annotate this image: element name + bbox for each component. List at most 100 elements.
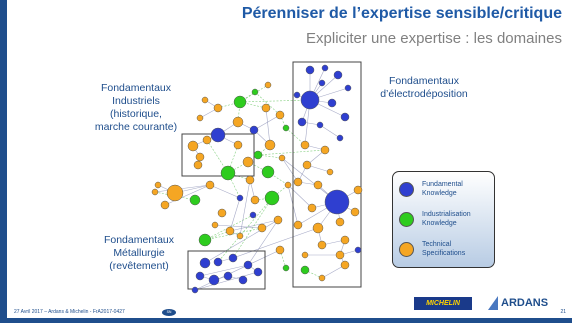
technical-node	[225, 226, 235, 236]
technical-node	[187, 140, 199, 152]
network-edge	[154, 184, 211, 193]
fundamental-node	[327, 98, 337, 108]
technical-node	[264, 139, 276, 151]
technical-node	[320, 145, 330, 155]
network-edge	[254, 91, 281, 116]
network-edge	[194, 249, 281, 291]
technical-node	[196, 114, 204, 122]
network-edge	[319, 124, 341, 139]
fundamental-node	[321, 64, 329, 72]
legend-line: Knowledge	[422, 219, 457, 227]
fundamental-node	[253, 267, 263, 277]
technical-node	[313, 180, 323, 190]
technical-node	[236, 232, 244, 240]
network-edge	[204, 227, 263, 241]
fundamental-node	[243, 260, 253, 270]
fundamental-node	[300, 90, 320, 110]
technical-node	[275, 245, 285, 255]
network-edge	[281, 157, 299, 183]
label-line: (revêtement)	[109, 260, 169, 272]
fundamental-node	[213, 257, 223, 267]
industrialisation-node	[220, 165, 236, 181]
technical-node	[154, 181, 162, 189]
legend-item-industrialisation: Industrialisation Knowledge	[399, 211, 492, 228]
fundamental-node	[238, 275, 248, 285]
technical-node	[211, 221, 219, 229]
technical-node	[275, 110, 285, 120]
label-line: (historique,	[110, 108, 162, 120]
label-line: Fondamentaux	[388, 75, 460, 87]
legend: Fundamental Knowledge Industrialisation …	[392, 171, 495, 268]
industrialisation-node	[189, 194, 201, 206]
label-line: d’électrodéposition	[380, 88, 468, 100]
ardans-text: ARDANS	[501, 297, 549, 309]
technical-node	[353, 185, 363, 195]
network-edge	[232, 197, 273, 259]
slide-subtitle: Expliciter une expertise : les domaines	[306, 30, 562, 47]
footer-band	[0, 318, 572, 323]
footer-text: 27 Avril 2017 – Ardans & Michelin - FrA2…	[14, 309, 125, 315]
network-edge	[265, 107, 271, 146]
industrialisation-node	[233, 95, 247, 109]
fundamental-node	[191, 286, 199, 294]
fundamental-node	[305, 65, 315, 75]
network-edge	[253, 114, 281, 131]
network-edge	[257, 149, 326, 156]
industrialisation-node	[282, 124, 290, 132]
technical-node	[245, 175, 255, 185]
technical-node	[205, 180, 215, 190]
legend-line: Knowledge	[422, 189, 457, 197]
label-line: marche courante)	[94, 121, 178, 133]
michelin-logo: MICHELIN	[414, 297, 472, 310]
label-fondamentaux-electrodeposition: Fondamentaux d’électrodéposition	[370, 75, 478, 101]
technical-node	[307, 203, 317, 213]
legend-item-fundamental: Fundamental Knowledge	[399, 181, 492, 198]
slide-title: Pérenniser de l’expertise sensible/criti…	[241, 5, 562, 22]
technical-node	[326, 168, 334, 176]
technical-node	[312, 222, 324, 234]
legend-line: Industrialisation	[422, 211, 471, 218]
technical-node	[233, 140, 243, 150]
footer-logo-icon: SN	[162, 309, 176, 316]
technical-node	[317, 240, 327, 250]
industrialisation-node	[282, 264, 290, 272]
network-edge	[232, 227, 319, 259]
fundamental-node	[195, 271, 205, 281]
technical-node	[273, 215, 283, 225]
fundamental-node	[333, 70, 343, 80]
industrialisation-node	[198, 233, 212, 247]
fundamental-node	[324, 189, 350, 215]
fundamental-node	[344, 84, 352, 92]
fundamental-node	[297, 117, 307, 127]
industrialisation-node	[253, 150, 263, 160]
technical-node	[242, 156, 254, 168]
network-edge	[321, 264, 346, 279]
fundamental-node	[354, 246, 362, 254]
fundamental-node	[223, 271, 233, 281]
fundamental-node	[249, 125, 259, 135]
technical-node	[301, 251, 309, 259]
legend-text: Fundamental Knowledge	[422, 181, 492, 198]
industrialisation-node	[251, 88, 259, 96]
page-number: 21	[560, 309, 566, 315]
left-accent-bar	[0, 0, 7, 323]
technical-node	[213, 103, 223, 113]
technical-node	[318, 274, 326, 282]
technical-node	[278, 154, 286, 162]
industrialisation-node	[264, 190, 280, 206]
ardans-logo: ARDANS	[478, 296, 548, 310]
technical-node	[160, 200, 170, 210]
network-edge	[164, 184, 211, 206]
technical-node	[257, 223, 267, 233]
technical-node	[302, 160, 312, 170]
industrialisation-node	[261, 165, 275, 179]
label-line: Fondamentaux	[100, 82, 172, 94]
fundamental-node	[236, 194, 244, 202]
metallurgie-box	[187, 250, 266, 290]
legend-text: Industrialisation Knowledge	[422, 211, 492, 228]
fundamental-node	[316, 121, 324, 129]
network-edge	[229, 197, 241, 232]
technical-node	[350, 207, 360, 217]
fundamental-node	[249, 211, 257, 219]
technical-node	[293, 177, 303, 187]
